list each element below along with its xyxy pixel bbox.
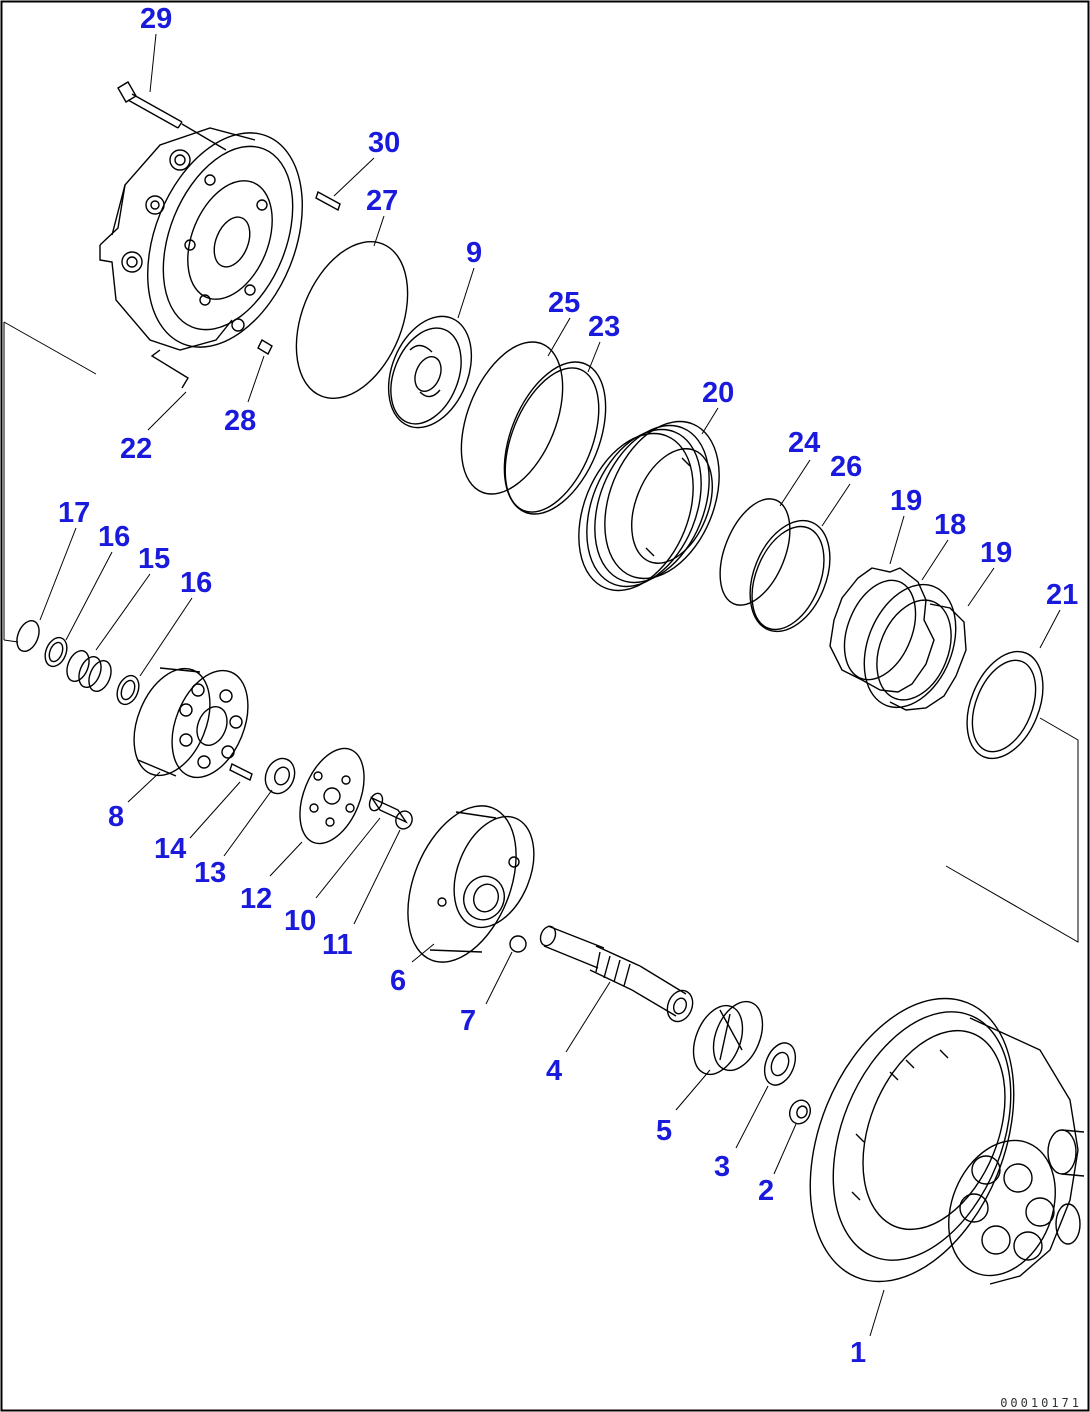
part-swash-plate: [407, 805, 535, 963]
callout-20: 20: [702, 377, 734, 409]
callout-1: 1: [850, 1337, 866, 1369]
callout-11: 11: [322, 929, 353, 961]
callout-10: 10: [284, 905, 316, 937]
leader-lines: [39, 33, 1061, 1337]
callout-24: 24: [788, 427, 820, 459]
callout-2: 2: [758, 1175, 774, 1207]
part-pin: [229, 763, 253, 781]
callout-27: 27: [366, 185, 398, 217]
part-retainer-plate: [299, 747, 365, 845]
assembly-lines: [3, 321, 1079, 943]
part-plug: [257, 339, 273, 355]
callout-16-left: 16: [98, 521, 130, 553]
callout-labels: 29 30 27 9 25 23 22 28 20 24 26 19 18 19…: [58, 3, 1078, 1369]
part-ball-guide: [264, 757, 296, 795]
part-brake-disc-pack: [829, 567, 967, 711]
part-bearing-small: [763, 1042, 797, 1086]
part-bearing-large: [692, 1000, 764, 1076]
part-motor-housing-cover: [99, 127, 303, 389]
part-piston: [368, 792, 408, 824]
callout-19-lower: 19: [980, 537, 1012, 569]
callout-14: 14: [154, 833, 186, 865]
callout-25: 25: [548, 287, 580, 319]
callout-8: 8: [108, 801, 124, 833]
callout-26: 26: [830, 451, 862, 483]
callout-22: 22: [120, 433, 152, 465]
part-final-drive-housing: [809, 997, 1085, 1285]
callout-18: 18: [934, 509, 966, 541]
part-valve-plate: [387, 315, 473, 429]
callout-3: 3: [714, 1151, 730, 1183]
callout-7: 7: [460, 1005, 476, 1037]
part-o-ring: [295, 240, 409, 400]
callout-19-upper: 19: [890, 485, 922, 517]
drawing-number: 00010171: [1000, 1396, 1082, 1410]
part-shaft: [539, 925, 694, 1023]
callout-4: 4: [546, 1055, 562, 1087]
callout-17: 17: [58, 497, 90, 529]
callout-16-right: 16: [180, 567, 212, 599]
part-ball: [509, 935, 527, 953]
callout-6: 6: [390, 965, 406, 997]
callout-28: 28: [224, 405, 256, 437]
part-spring-assembly: [16, 619, 140, 706]
callout-13: 13: [194, 857, 226, 889]
callout-21: 21: [1046, 579, 1078, 611]
part-brake-piston: [578, 420, 720, 592]
part-shoe: [395, 810, 413, 830]
part-dowel-pin: [315, 190, 341, 212]
part-nut: [788, 1099, 812, 1125]
callout-12: 12: [240, 883, 272, 915]
part-ring: [966, 650, 1044, 760]
callout-15: 15: [138, 543, 170, 575]
callout-5: 5: [656, 1115, 672, 1147]
callout-29: 29: [140, 3, 172, 35]
callout-30: 30: [368, 127, 400, 159]
part-seal-rings-24-26: [719, 498, 831, 633]
part-seal-rings-25-23: [460, 341, 607, 515]
part-cylinder-block: [133, 667, 249, 779]
callout-9: 9: [466, 237, 482, 269]
part-bolt: [117, 81, 227, 151]
callout-23: 23: [588, 311, 620, 343]
